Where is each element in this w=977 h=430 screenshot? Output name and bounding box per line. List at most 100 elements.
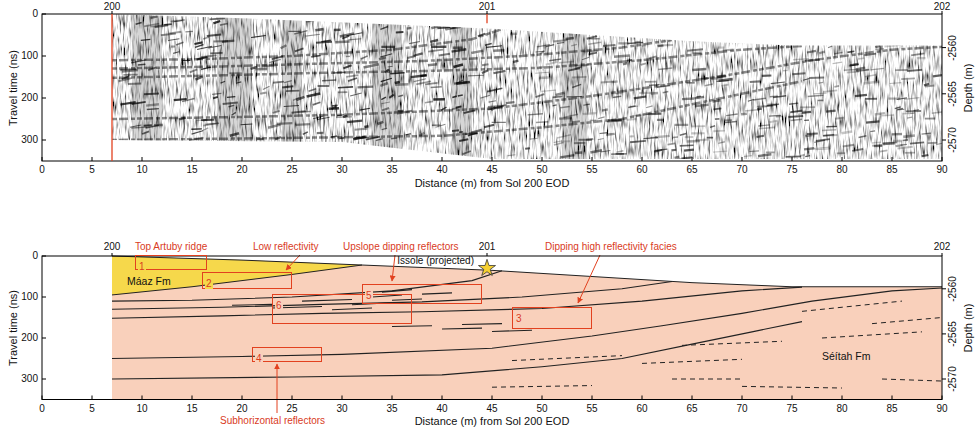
radargram-streak (557, 42, 564, 44)
radargram-streak (654, 149, 667, 150)
radargram-streak (601, 81, 615, 84)
radargram-streak (680, 145, 694, 147)
axis-tick-label: 30 (336, 403, 347, 415)
interpreted-reflector (112, 271, 502, 301)
plot-frame (42, 14, 942, 161)
radargram-streak (807, 51, 816, 53)
x-tick (392, 396, 393, 400)
radargram-streak (897, 98, 907, 100)
depth-tick (942, 288, 946, 289)
radargram-streak (492, 122, 506, 123)
dipping-reflector (492, 330, 532, 331)
radargram-streak (834, 85, 839, 88)
radargram-streak (897, 147, 912, 149)
radargram-streak (649, 84, 660, 86)
annotation-label: Dipping high reflectivity facies (545, 241, 677, 253)
radargram-streak (464, 110, 476, 113)
radargram-streak (587, 36, 597, 39)
axis-tick-label: 40 (436, 164, 447, 176)
radargram-streak (306, 34, 320, 36)
radargram-streak (567, 96, 582, 98)
axis-tick-label: 75 (786, 403, 797, 415)
radargram-streak (202, 128, 208, 131)
radargram-streak (293, 97, 299, 100)
radargram-streak (459, 139, 468, 141)
radargram-streak (586, 138, 593, 141)
plot-frame (42, 256, 942, 400)
radargram-streak (783, 70, 787, 72)
axis-tick-label: 300 (21, 373, 38, 385)
radargram-streak (318, 85, 330, 86)
radargram-streak (146, 104, 159, 105)
x-tick (642, 396, 643, 400)
radargram-streak (582, 57, 589, 59)
radargram-streak (893, 140, 902, 143)
axis-tick-label: 5 (89, 164, 95, 176)
radargram-streak (493, 71, 505, 73)
radargram-streak (786, 156, 801, 158)
radargram-reflector (112, 40, 672, 69)
axis-tick-label: 90 (936, 403, 947, 415)
inferred-reflector (642, 359, 742, 363)
radargram-streak (220, 24, 228, 26)
radargram-streak (174, 99, 187, 100)
radargram-streak (814, 147, 830, 149)
radargram-streak (693, 52, 701, 54)
radargram-streak (360, 108, 370, 110)
callout-number: 4 (255, 353, 263, 364)
radargram-streak (691, 125, 705, 127)
radargram-streak (722, 85, 729, 86)
radargram-streak (334, 29, 341, 32)
dipping-reflector (332, 308, 372, 310)
radargram-streak (770, 95, 778, 97)
formation-label: Máaz Fm (127, 275, 171, 287)
radargram-streak (771, 82, 785, 84)
radargram-streak (598, 117, 604, 119)
callout-number: 5 (365, 290, 373, 301)
radargram-streak (826, 126, 837, 128)
radargram-reflector (112, 47, 942, 119)
radargram-streak (406, 134, 411, 135)
radargram-streak (645, 81, 656, 83)
radargram-streak (313, 102, 321, 105)
radargram-streak (329, 107, 339, 110)
radargram-streak (757, 136, 764, 137)
radargram-streak (439, 54, 450, 56)
radargram-streak (800, 106, 815, 108)
depth-tick-label: -2560 (947, 276, 959, 302)
radargram-streak (572, 121, 580, 122)
interpreted-reflector (112, 288, 942, 359)
axis-tick-label: 70 (736, 403, 747, 415)
ground-surface (112, 256, 942, 287)
inferred-reflector (512, 356, 622, 361)
radargram-streak (144, 93, 159, 96)
sol-tick (112, 253, 113, 256)
radargram-streak (382, 128, 388, 130)
radargram-streak (791, 110, 806, 112)
axis-tick-label: 65 (686, 403, 697, 415)
radargram-streak (480, 95, 489, 98)
x-tick (342, 396, 343, 400)
radargram-streak (598, 139, 604, 140)
radargram-streak (197, 57, 208, 60)
radargram-streak (380, 54, 392, 57)
radargram-streak (663, 92, 669, 93)
radargram-streak (390, 72, 404, 75)
region-box: 2 (202, 272, 292, 288)
radargram-streak (364, 125, 368, 128)
radargram-streak (776, 115, 782, 117)
axis-tick-label: 30 (336, 164, 347, 176)
radargram-streak (482, 64, 489, 65)
radargram-streak (273, 82, 284, 83)
radargram-streak (282, 86, 293, 87)
interpreted-reflector (112, 322, 802, 379)
radargram-streak (553, 96, 563, 97)
radargram-streak (713, 151, 727, 153)
radargram-streak (138, 63, 146, 65)
radargram-streak (281, 45, 287, 48)
x-tick (892, 157, 893, 161)
radargram-streak (792, 72, 805, 75)
radargram-streak (642, 44, 646, 47)
leader-arrow (578, 255, 600, 303)
axis-tick-label: 0 (32, 8, 38, 20)
